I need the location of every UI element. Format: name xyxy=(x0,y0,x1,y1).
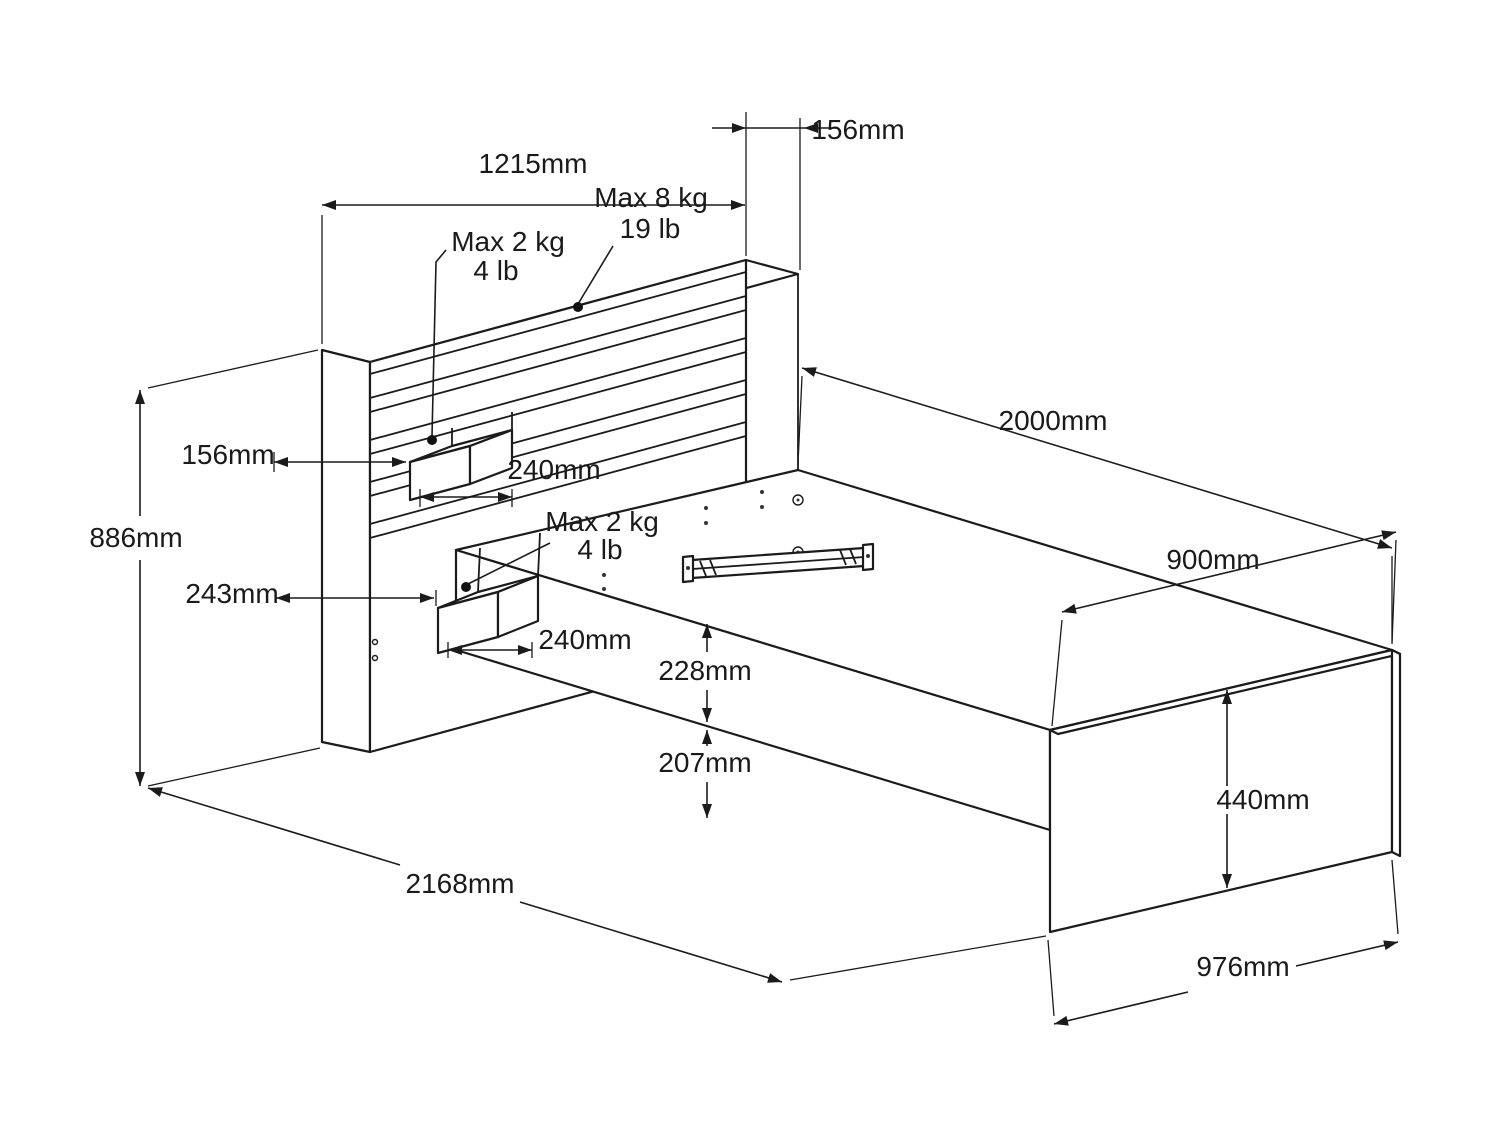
label-bed-width: 900mm xyxy=(1166,544,1259,575)
headboard-side-panel xyxy=(320,348,372,754)
screw-hole xyxy=(704,506,708,510)
label-footboard-height: 440mm xyxy=(1216,784,1309,815)
headboard-hole xyxy=(371,654,379,662)
dim-line-bed-width xyxy=(1061,530,1397,614)
leader-upper-shelf-max-load xyxy=(431,249,447,437)
label-overall-length: 2168mm xyxy=(406,868,515,899)
dim-line-footboard-width xyxy=(1053,991,1189,1026)
footboard-side-edge xyxy=(1390,648,1402,858)
center-support-rail xyxy=(681,542,875,584)
label-lower-shelf-max-load-1: Max 2 kg xyxy=(545,506,659,537)
label-clearance: 207mm xyxy=(658,747,751,778)
leader-headboard-max-load xyxy=(577,245,614,305)
label-lower-shelf-width: 240mm xyxy=(538,624,631,655)
label-headboard-width: 1215mm xyxy=(479,148,588,179)
screw-hole xyxy=(760,490,764,494)
dimension-lines xyxy=(135,123,1399,1026)
dim-line-bed-length xyxy=(801,367,1393,549)
extension-lines xyxy=(147,112,1399,1017)
load-point-marker xyxy=(573,302,583,312)
dim-line-footboard-width xyxy=(1295,940,1399,967)
label-rail-height: 228mm xyxy=(658,655,751,686)
dim-line-overall-length xyxy=(147,787,401,866)
label-headboard-depth: 156mm xyxy=(811,114,904,145)
label-upper-shelf-max-load-1: Max 2 kg xyxy=(451,226,565,257)
upper-shelf xyxy=(408,428,514,502)
load-point-marker xyxy=(427,435,437,445)
rail-hatching xyxy=(699,548,857,577)
leader-lower-shelf-max-load xyxy=(465,542,551,586)
shelf-bracket xyxy=(537,532,541,577)
label-upper-shelf-width: 240mm xyxy=(507,454,600,485)
label-headboard-max-load-2: 19 lb xyxy=(620,213,681,244)
lower-shelf xyxy=(436,532,541,655)
label-headboard-max-load-1: Max 8 kg xyxy=(594,182,708,213)
dimension-labels: 1215mm 156mm Max 8 kg 19 lb Max 2 kg 4 l… xyxy=(89,114,1309,982)
label-upper-shelf-depth: 156mm xyxy=(181,439,274,470)
screw-hole xyxy=(760,505,764,509)
load-point-marker xyxy=(461,582,471,592)
label-footboard-width: 976mm xyxy=(1196,951,1289,982)
dim-line-overall-length xyxy=(519,901,783,983)
screw-hole xyxy=(602,587,606,591)
label-upper-shelf-max-load-2: 4 lb xyxy=(473,255,518,286)
shelf-bracket xyxy=(477,547,481,593)
leader-lines xyxy=(427,245,614,592)
screw-hole xyxy=(704,521,708,525)
label-lower-shelf-depth: 243mm xyxy=(185,578,278,609)
screw-hole xyxy=(602,573,606,577)
label-lower-shelf-max-load-2: 4 lb xyxy=(577,534,622,565)
label-headboard-height: 886mm xyxy=(89,522,182,553)
label-bed-length: 2000mm xyxy=(999,405,1108,436)
headboard-hole xyxy=(371,638,379,646)
